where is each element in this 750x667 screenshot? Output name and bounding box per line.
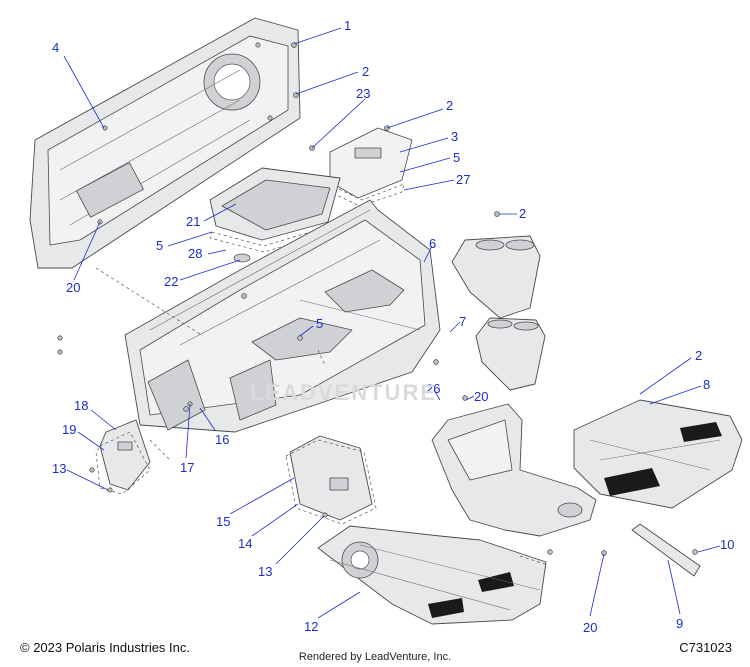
callout-18: 18 xyxy=(74,398,88,413)
callout-21: 21 xyxy=(186,214,200,229)
callout-7: 7 xyxy=(459,314,466,329)
callout-23: 23 xyxy=(356,86,370,101)
callout-20: 20 xyxy=(583,620,597,635)
callout-4: 4 xyxy=(52,40,59,55)
callout-5: 5 xyxy=(156,238,163,253)
callout-19: 19 xyxy=(62,422,76,437)
callout-10: 10 xyxy=(720,537,734,552)
seat-base xyxy=(431,395,597,555)
rear-floor-panel xyxy=(573,399,743,509)
callout-8: 8 xyxy=(703,377,710,392)
top-cover-panel xyxy=(325,127,413,207)
watermark: LEADVENTURE xyxy=(250,380,438,405)
callout-5: 5 xyxy=(316,316,323,331)
rendered-by-text: Rendered by LeadVenture, Inc. xyxy=(298,651,452,663)
fasteners-left xyxy=(57,335,328,518)
assembly-lines xyxy=(95,267,549,566)
cup-holder-upper xyxy=(451,235,541,319)
callout-1: 1 xyxy=(344,18,351,33)
callout-13: 13 xyxy=(258,564,272,579)
copyright-text: © 2023 Polaris Industries Inc. xyxy=(20,640,190,655)
callout-2: 2 xyxy=(519,206,526,221)
callout-12: 12 xyxy=(304,619,318,634)
callout-14: 14 xyxy=(238,536,252,551)
access-cover xyxy=(285,435,377,525)
callout-13: 13 xyxy=(52,461,66,476)
callout-28: 28 xyxy=(188,246,202,261)
center-console-base xyxy=(124,199,441,433)
callout-2: 2 xyxy=(362,64,369,79)
rear-panel xyxy=(29,17,301,269)
leader-lines xyxy=(63,27,721,619)
callout-20: 20 xyxy=(66,280,80,295)
callout-16: 16 xyxy=(215,432,229,447)
callout-20: 20 xyxy=(474,389,488,404)
callout-3: 3 xyxy=(451,129,458,144)
diagram-id: C731023 xyxy=(679,640,732,655)
callout-5: 5 xyxy=(453,150,460,165)
callout-2: 2 xyxy=(695,348,702,363)
callout-6: 6 xyxy=(429,236,436,251)
callout-9: 9 xyxy=(676,616,683,631)
callout-27: 27 xyxy=(456,172,470,187)
front-floor-panel xyxy=(317,525,547,625)
storage-tray xyxy=(209,167,341,263)
callout-labels: 1 2 4 2 23 2 3 5 27 21 5 28 22 20 2 6 5 … xyxy=(52,18,734,635)
callout-15: 15 xyxy=(216,514,230,529)
callout-17: 17 xyxy=(180,460,194,475)
small-access-cover xyxy=(95,419,151,495)
callout-22: 22 xyxy=(164,274,178,289)
cup-holder-lower xyxy=(475,317,546,391)
floor-brace xyxy=(601,523,701,577)
callout-2: 2 xyxy=(446,98,453,113)
callout-26: 26 xyxy=(426,381,440,396)
